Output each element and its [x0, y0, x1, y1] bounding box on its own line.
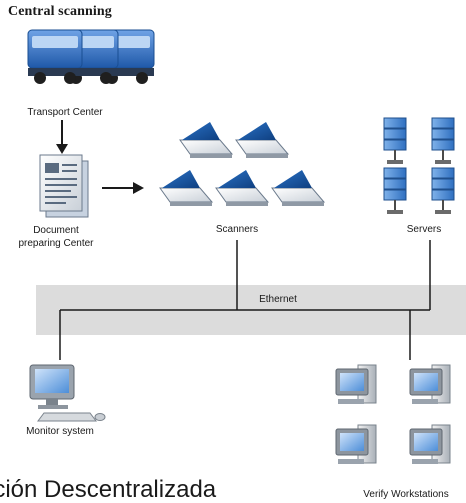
monitor-icon	[29, 364, 106, 422]
document-center-label-line2: preparing Center	[18, 238, 94, 249]
truck-icon	[27, 29, 155, 84]
document-center-label-line1: Document	[33, 225, 79, 236]
network-lines	[59, 240, 431, 360]
arrow-icon	[102, 182, 144, 194]
verify-workstations-label: Verify Workstations	[363, 489, 449, 500]
server-icon	[383, 117, 455, 214]
workstation-icon	[335, 364, 451, 464]
ethernet-label: Ethernet	[259, 294, 297, 305]
footer-caption: ación Descentralizada	[0, 476, 217, 503]
monitor-system-label: Monitor system	[26, 426, 94, 437]
servers-label: Servers	[406, 224, 442, 235]
document-icon	[39, 154, 89, 218]
diagram-title: Central scanning	[8, 4, 112, 19]
transport-center-label: Transport Center	[27, 107, 103, 118]
scanners-label: Scanners	[215, 224, 259, 235]
scanner-icon	[159, 122, 326, 206]
arrow-icon	[56, 120, 68, 154]
document-center-label: Document preparing Center	[0, 224, 112, 250]
